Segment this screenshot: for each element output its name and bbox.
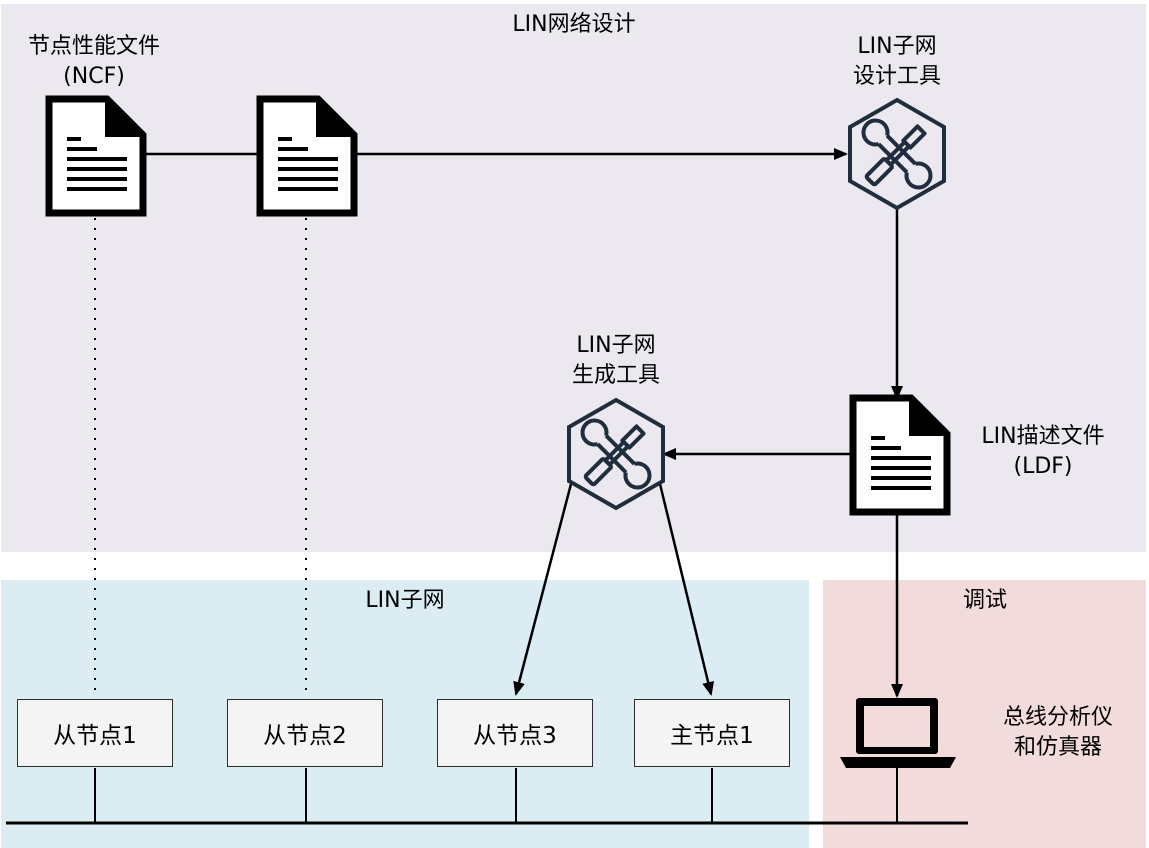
node-label: 从节点2 [263,723,347,749]
document-icon [49,99,143,213]
region-title-design: LIN网络设计 [512,12,636,37]
region-title-debug: 调试 [962,588,1007,613]
ncf-label-line1: 节点性能文件 [27,34,160,59]
node-slave-2: 从节点2 [227,699,383,767]
tools-icon [848,98,946,210]
ldf-label-line1: LIN描述文件 [981,424,1105,449]
design-tool-label: LIN子网 设计工具 [822,32,972,92]
node-label: 从节点1 [53,723,137,749]
node-label: 从节点3 [473,723,557,749]
ncf-label-line2: (NCF) [63,64,125,89]
ldf-label-line2: (LDF) [1013,454,1073,479]
ldf-label: LIN描述文件 (LDF) [958,422,1128,482]
document-icon [853,398,947,512]
node-slave-1: 从节点1 [17,699,173,767]
node-slave-3: 从节点3 [437,699,593,767]
gen-tool-to-slave3-arrow [513,483,573,696]
gen-tool-to-master1-arrow [658,483,714,696]
node-label: 主节点1 [670,723,754,749]
ncf-label: 节点性能文件 (NCF) [4,32,184,92]
analyzer-label-line1: 总线分析仪 [1002,705,1113,730]
design-tool-label-line1: LIN子网 [857,34,937,59]
design-tool-label-line2: 设计工具 [852,64,941,89]
node-master-1: 主节点1 [634,699,790,767]
analyzer-label: 总线分析仪 和仿真器 [978,703,1138,763]
gen-tool-label-line2: 生成工具 [571,363,660,388]
gen-tool-label: LIN子网 生成工具 [541,331,691,391]
analyzer-label-line2: 和仿真器 [1013,735,1102,760]
region-title-subnet: LIN子网 [365,588,445,613]
gen-tool-label-line1: LIN子网 [576,333,656,358]
laptop-icon [840,698,956,768]
tools-icon [567,398,665,510]
document-icon [260,99,354,213]
